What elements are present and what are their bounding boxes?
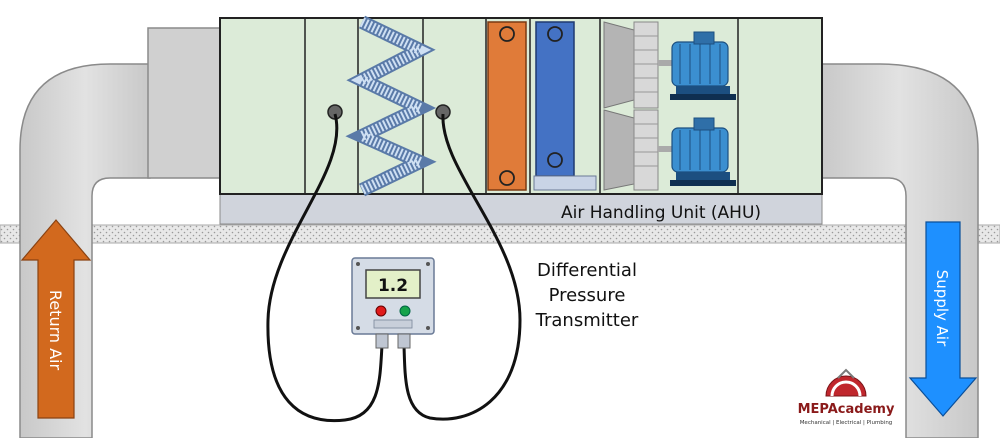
pressure-transmitter bbox=[351, 257, 435, 349]
cooling-coil bbox=[533, 21, 597, 191]
pressure-tube-low bbox=[402, 113, 522, 421]
supply-fan-lower bbox=[603, 109, 672, 191]
heating-coil bbox=[487, 21, 527, 191]
supply-fan-upper bbox=[603, 21, 672, 109]
filter-bank bbox=[345, 15, 437, 197]
transmitter-label-line3: Transmitter bbox=[535, 310, 639, 331]
transmitter-green-led bbox=[399, 305, 411, 317]
transmitter-port-low bbox=[397, 333, 411, 349]
transmitter-display-value: 1.2 bbox=[378, 276, 408, 296]
ahu-base bbox=[219, 193, 823, 225]
pressure-tube-high bbox=[266, 113, 384, 423]
logo-tagline: Mechanical | Electrical | Plumbing bbox=[800, 420, 893, 426]
floor-slab bbox=[0, 224, 1000, 244]
gear-icon bbox=[825, 375, 867, 397]
fan-motor-lower bbox=[670, 117, 736, 186]
transmitter-display bbox=[365, 269, 421, 299]
mep-academy-logo bbox=[825, 368, 867, 397]
transmitter-label-line1: Differential bbox=[537, 260, 637, 281]
supply-air-arrow bbox=[908, 221, 978, 417]
transmitter-port-high bbox=[375, 333, 389, 349]
transmitter-label-line2: Pressure bbox=[549, 285, 626, 306]
transmitter-red-led bbox=[375, 305, 387, 317]
supply-air-label: Supply Air bbox=[933, 270, 951, 347]
return-air-arrow bbox=[20, 219, 92, 419]
ahu-label: Air Handling Unit (AHU) bbox=[561, 203, 761, 223]
logo-name: MEPAcademy bbox=[798, 402, 895, 417]
fan-motor-upper bbox=[670, 31, 736, 100]
return-air-label: Return Air bbox=[46, 290, 65, 371]
